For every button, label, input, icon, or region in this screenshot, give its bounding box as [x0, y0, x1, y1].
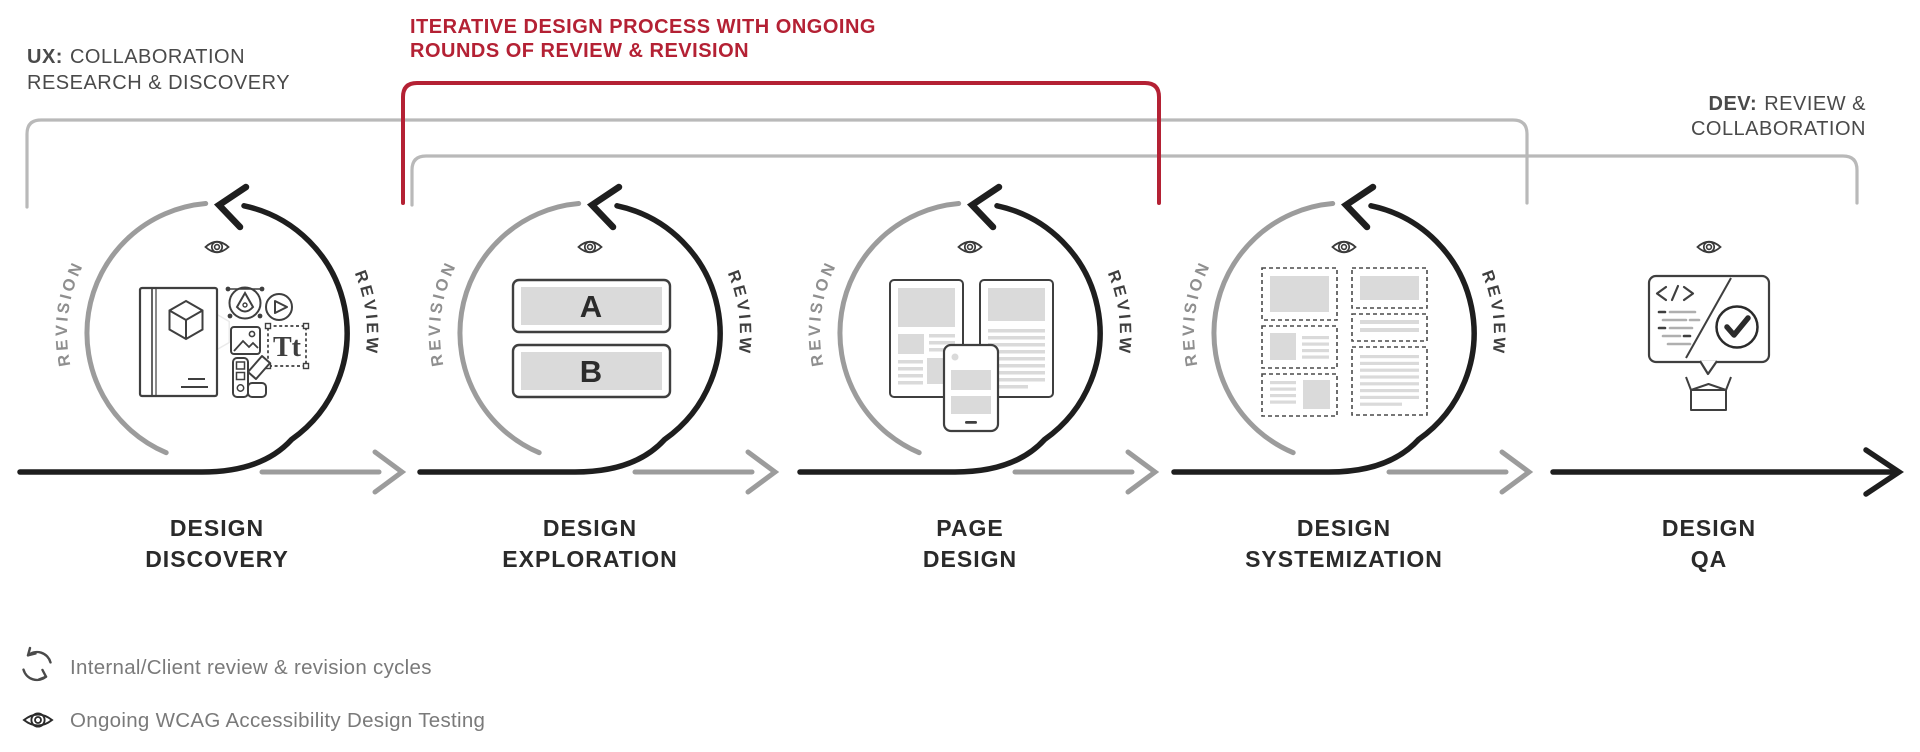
swatches-icon	[232, 355, 271, 398]
dev-phase-label: DEV:REVIEW &	[1709, 93, 1867, 115]
loop-arrowhead	[213, 183, 250, 231]
stage-design-systemization: REVISION REVIEW	[1171, 183, 1534, 572]
stage-design-qa: DESIGN QA	[1550, 240, 1904, 572]
svg-text:REVIEW: REVIEW	[724, 268, 754, 357]
svg-text:REVISION: REVISION	[426, 258, 461, 368]
flow-loop	[417, 203, 723, 475]
stage-label: DESIGN	[170, 515, 264, 541]
revision-arc	[457, 201, 582, 456]
loop-arrowhead	[1340, 183, 1377, 231]
handoff-arrow	[1550, 447, 1904, 497]
svg-text:REVISION: REVISION	[806, 258, 841, 368]
stage-label-line2: EXPLORATION	[502, 546, 677, 572]
revision-label: REVISION	[53, 258, 84, 368]
next-step-arrow	[259, 449, 407, 495]
ab-test-icon: A B	[511, 278, 672, 399]
image-icon	[230, 326, 261, 355]
revision-arc	[1211, 201, 1336, 456]
loop-arrowhead	[966, 183, 1003, 231]
legend: Internal/Client review & revision cycles…	[22, 646, 485, 732]
stage-label: PAGE	[936, 515, 1003, 541]
stage-label: DESIGN	[1662, 515, 1756, 541]
stage-label-line2: SYSTEMIZATION	[1245, 546, 1443, 572]
revision-arc	[84, 201, 209, 456]
svg-text:REVISION: REVISION	[1180, 258, 1215, 368]
dev-phase-label-line2: COLLABORATION	[1691, 118, 1866, 140]
accessibility-eye-icon	[204, 240, 230, 254]
accessibility-eye-icon	[957, 240, 983, 254]
accessibility-eye-icon	[577, 240, 603, 254]
accessibility-eye-icon	[1696, 240, 1722, 254]
stage-label-line2: QA	[1691, 546, 1728, 572]
component-grid-icon	[1261, 267, 1428, 417]
cycle-icon	[22, 646, 52, 682]
mobile-mockup	[942, 343, 1000, 433]
flow-loop	[1171, 203, 1477, 475]
flow-loop	[17, 203, 350, 475]
code-tag-icon	[1655, 284, 1695, 302]
stage-label-line2: DESIGN	[923, 546, 1017, 572]
svg-text:REVIEW: REVIEW	[351, 268, 381, 357]
pen-tool-icon	[225, 286, 265, 320]
revision-label: REVISION	[426, 258, 457, 368]
review-label: REVIEW	[1104, 268, 1131, 357]
revision-label: REVISION	[806, 258, 837, 368]
phase-bracket-ux	[25, 118, 1529, 209]
flow-loop	[797, 203, 1103, 475]
review-label: REVIEW	[351, 268, 378, 357]
package-box-icon	[1685, 376, 1732, 411]
stage-label-line2: DISCOVERY	[145, 546, 289, 572]
ux-phase-label-line2: RESEARCH & DISCOVERY	[27, 72, 290, 94]
svg-text:REVISION: REVISION	[53, 258, 88, 368]
svg-text:B: B	[580, 354, 602, 389]
approved-check-icon	[1715, 305, 1759, 349]
svg-text:Tt: Tt	[273, 332, 302, 363]
accessibility-eye-icon	[1331, 240, 1357, 254]
revision-label: REVISION	[1180, 258, 1211, 368]
legend-accessibility-label: Ongoing WCAG Accessibility Design Testin…	[70, 709, 485, 732]
ux-phase-label: UX:COLLABORATION	[27, 46, 245, 68]
stage-page-design: REVISION REVIEW	[797, 183, 1160, 572]
stage-label: DESIGN	[1297, 515, 1391, 541]
svg-text:REVIEW: REVIEW	[1104, 268, 1134, 357]
code-review-icon	[1647, 274, 1771, 411]
component-grid-content	[1270, 276, 1419, 409]
play-video-icon	[265, 293, 293, 321]
eye-icon	[22, 712, 54, 728]
review-label: REVIEW	[724, 268, 751, 357]
text-style-icon: Tt	[264, 322, 310, 370]
stage-design-exploration: REVISION REVIEW A B DESIGN EXPLORATION	[417, 183, 780, 572]
code-lines	[1657, 310, 1701, 346]
svg-text:REVIEW: REVIEW	[1478, 268, 1508, 357]
revision-arc	[837, 201, 962, 456]
next-step-arrow	[632, 449, 780, 495]
iterative-process-title-line2: ROUNDS OF REVIEW & REVISION	[410, 40, 749, 62]
next-step-arrow	[1012, 449, 1160, 495]
review-label: REVIEW	[1478, 268, 1505, 357]
stage-design-discovery: REVISION REVIEW	[17, 183, 407, 572]
next-step-arrow	[1386, 449, 1534, 495]
svg-text:A: A	[580, 289, 602, 324]
loop-arrowhead	[586, 183, 623, 231]
iterative-process-title: ITERATIVE DESIGN PROCESS WITH ONGOING	[410, 16, 876, 38]
phase-bracket-iterative	[401, 81, 1161, 205]
phase-bracket-dev	[410, 154, 1859, 207]
legend-cycles-label: Internal/Client review & revision cycles	[70, 656, 432, 679]
brand-book-icon	[138, 286, 230, 398]
stage-label: DESIGN	[543, 515, 637, 541]
